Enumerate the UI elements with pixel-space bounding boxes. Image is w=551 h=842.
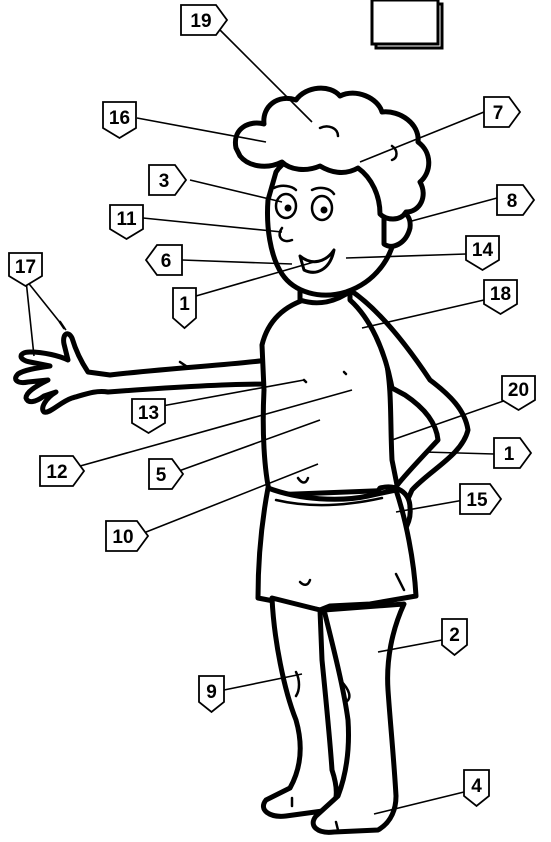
left-leg [263,598,336,816]
svg-text:8: 8 [507,191,518,212]
label-tag-3: 3 [149,165,186,195]
svg-text:13: 13 [138,403,159,424]
label-tag-17: 17 [9,253,42,286]
svg-text:1: 1 [179,294,190,315]
svg-text:6: 6 [161,251,172,272]
label-tag-4: 4 [464,770,489,806]
svg-text:12: 12 [46,462,67,483]
label-text: 19 [190,11,211,32]
label-tag-1: 1 [173,288,196,328]
label-tag-18: 18 [484,280,517,314]
svg-text:10: 10 [112,527,133,548]
label-tag-10: 10 [106,521,148,551]
label-tag-1-arm: 1 [494,438,531,468]
svg-text:17: 17 [15,257,36,278]
label-tag-15: 15 [460,484,501,514]
svg-text:16: 16 [109,108,130,129]
svg-text:7: 7 [493,103,504,124]
svg-text:11: 11 [116,209,137,230]
svg-text:14: 14 [472,240,494,261]
svg-text:18: 18 [490,284,511,305]
label-tag-6: 6 [146,245,182,275]
label-tag-8: 8 [497,185,534,215]
label-tag-9: 9 [199,676,224,712]
label-tag-16: 16 [103,102,136,138]
label-tag-20: 20 [502,376,535,410]
label-tag-7: 7 [484,97,520,127]
label-tag-5: 5 [149,459,183,489]
svg-text:2: 2 [449,625,460,646]
svg-text:20: 20 [508,380,529,401]
shorts [258,488,416,610]
svg-text:3: 3 [159,171,170,192]
label-tag-13: 13 [132,399,165,433]
svg-text:15: 15 [466,490,488,511]
label-tag-11: 11 [110,205,143,239]
answer-box[interactable] [372,0,442,48]
boy-illustration [16,88,468,832]
svg-text:9: 9 [206,682,217,703]
label-tag-12: 12 [40,456,84,486]
svg-text:1: 1 [504,444,515,465]
svg-text:4: 4 [471,776,482,797]
label-tag-14: 14 [466,236,499,270]
label-tag-19: 19 [181,5,227,35]
svg-text:5: 5 [156,465,167,486]
label-tag-2: 2 [442,619,467,655]
